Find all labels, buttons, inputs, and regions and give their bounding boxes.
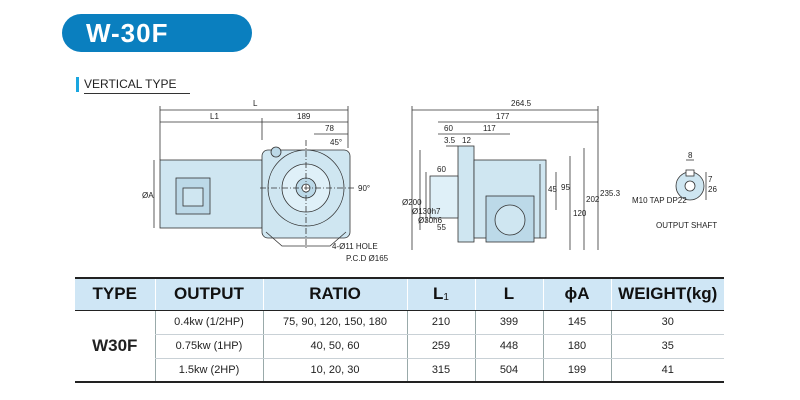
cell-ratio: 75, 90, 120, 150, 180: [262, 310, 407, 335]
dim-hole: 4-Ø11 HOLE: [332, 242, 378, 251]
dim-264: 264.5: [511, 99, 532, 108]
dim-pcd: P.C.D Ø165: [346, 254, 389, 263]
dim-45: 45: [548, 185, 557, 194]
dim-117: 117: [483, 124, 496, 133]
header-phia: ϕA: [542, 278, 612, 311]
header-l: L: [474, 278, 544, 311]
shaft-caption: OUTPUT SHAFT: [656, 221, 717, 230]
cell-weight: 35: [610, 334, 724, 359]
cell-ratio: 10, 20, 30: [262, 358, 407, 382]
cell-l: 399: [474, 310, 543, 335]
header-weight: WEIGHT(kg): [610, 278, 724, 311]
header-output: OUTPUT: [154, 278, 264, 311]
cell-l1: 315: [406, 358, 475, 382]
cell-l1: 210: [406, 310, 475, 335]
dim-26: 26: [708, 185, 717, 194]
dim-189: 189: [297, 112, 311, 121]
dim-177: 177: [496, 112, 510, 121]
dim-l1: L1: [210, 112, 219, 121]
cell-l: 448: [474, 334, 543, 359]
dim-phia: ØA: [142, 191, 154, 200]
dim-78: 78: [325, 124, 334, 133]
dim-3-5: 3.5: [444, 136, 456, 145]
table-row: W30F 0.4kw (1/2HP) 75, 90, 120, 150, 180…: [75, 310, 724, 383]
dim-angle: 45°: [330, 138, 342, 147]
type-cell: W30F: [75, 310, 155, 383]
table-row: 1.5kw (2HP) 10, 20, 30 315 504 199 41: [75, 358, 724, 382]
cell-phia: 180: [542, 334, 611, 359]
dim-8: 8: [688, 151, 693, 160]
cell-ratio: 40, 50, 60: [262, 334, 407, 359]
header-l1-sub: 1: [443, 292, 449, 304]
dim-55: 55: [437, 223, 446, 232]
dim-235: 235.3: [600, 189, 621, 198]
dim-90deg: 90°: [358, 184, 370, 193]
header-l1: L1: [406, 278, 476, 311]
header-l1-main: L: [433, 284, 444, 304]
cell-phia: 145: [542, 310, 611, 335]
model-title: W-30F: [62, 14, 252, 52]
dim-130: Ø130h7: [412, 207, 441, 216]
cell-l: 504: [474, 358, 543, 382]
section-label: VERTICAL TYPE: [76, 76, 192, 94]
tap-note: M10 TAP DP22: [632, 196, 687, 205]
table-row: 0.75kw (1HP) 40, 50, 60 259 448 180 35: [75, 334, 724, 359]
dim-60b: 60: [437, 165, 446, 174]
dim-12: 12: [462, 136, 471, 145]
dim-200: Ø200: [402, 198, 422, 207]
cell-weight: 41: [610, 358, 724, 382]
cell-output: 0.75kw (1HP): [154, 334, 263, 359]
technical-drawing: L L1 189 78 45° 90° ØA 4-Ø11 HOLE P.C.D …: [142, 99, 717, 263]
dim-120: 120: [573, 209, 587, 218]
dim-60: 60: [444, 124, 453, 133]
dim-l: L: [253, 99, 258, 108]
table-header-row: TYPE OUTPUT RATIO L1 L ϕA WEIGHT(kg): [75, 278, 724, 311]
spec-table: TYPE OUTPUT RATIO L1 L ϕA WEIGHT(kg) W30…: [75, 277, 724, 383]
cell-output: 1.5kw (2HP): [154, 358, 263, 382]
cell-output: 0.4kw (1/2HP): [154, 310, 263, 335]
header-ratio: RATIO: [262, 278, 408, 311]
cell-l1: 259: [406, 334, 475, 359]
dim-202: 202: [586, 195, 600, 204]
dim-30: Ø30h6: [418, 216, 443, 225]
dim-95: 95: [561, 183, 570, 192]
cell-phia: 199: [542, 358, 611, 382]
dim-7: 7: [708, 175, 713, 184]
header-type: TYPE: [75, 278, 156, 311]
cell-weight: 30: [610, 310, 724, 335]
